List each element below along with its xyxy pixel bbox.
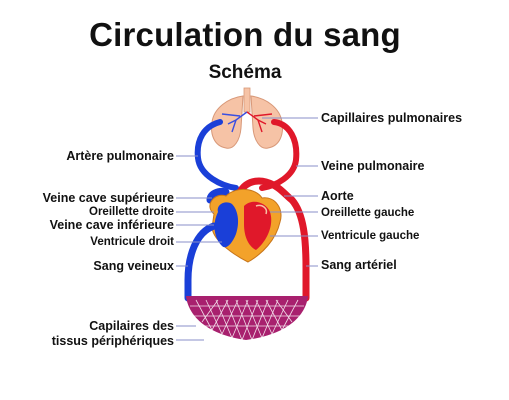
label-capilaires-tissus-line1: Capilaires des (89, 319, 174, 333)
label-sang-arteriel: Sang artériel (321, 258, 397, 272)
label-aorte: Aorte (321, 189, 354, 203)
inferior-vena-cava (184, 222, 218, 302)
superior-vena-cava (206, 188, 230, 204)
label-veine-cave-inferieure: Veine cave inférieure (49, 218, 174, 232)
label-sang-veineux: Sang veineux (93, 259, 174, 273)
heart (209, 189, 282, 263)
peripheral-capillary-bed (186, 296, 308, 341)
label-veine-pulmonaire: Veine pulmonaire (321, 159, 425, 173)
label-artere-pulmonaire: Artère pulmonaire (66, 149, 174, 163)
pulmonary-artery-vessel (194, 119, 239, 191)
label-capillaires-pulmonaires: Capillaires pulmonaires (321, 111, 463, 125)
label-veine-cave-superieure: Veine cave supérieure (42, 191, 174, 205)
label-oreillette-droite: Oreillette droite (89, 206, 174, 218)
label-oreillette-gauche: Oreillette gauche (321, 207, 415, 219)
label-ventricule-gauche: Ventricule gauche (321, 230, 420, 242)
label-ventricule-droit: Ventricule droit (90, 236, 174, 248)
diagram-subtitle: Schéma (208, 62, 282, 83)
leader-lines (176, 117, 318, 341)
diagram-title: Circulation du sang (89, 16, 401, 53)
descending-artery (288, 196, 310, 302)
lungs (211, 87, 283, 149)
label-capilaires-tissus-line2: tissus périphériques (51, 334, 174, 348)
